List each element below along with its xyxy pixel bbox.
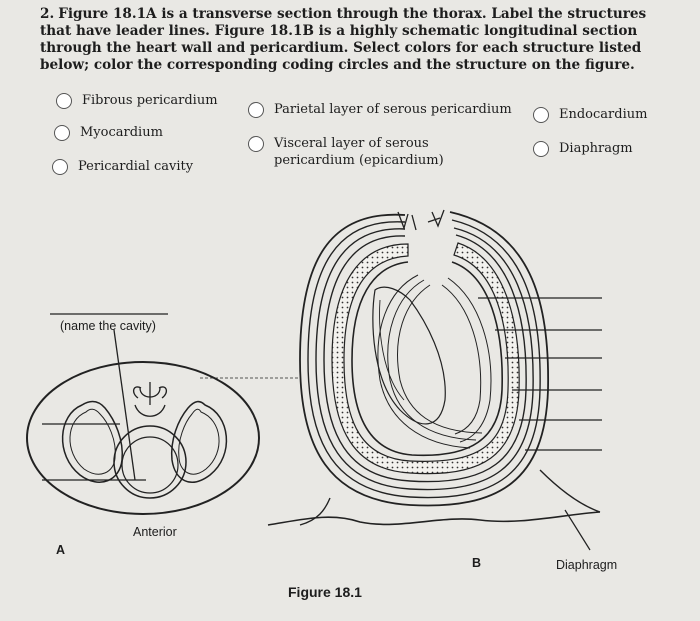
heart-section — [121, 436, 179, 494]
cavity-hint-label: (name the cavity) — [60, 319, 156, 333]
legend-item-endocardium[interactable]: Endocardium — [533, 106, 647, 123]
figure-b-letter: B — [472, 556, 482, 570]
legend-label: Pericardial cavity — [78, 159, 194, 174]
pericardial-sac — [113, 425, 187, 499]
myocardium-fiber-1 — [377, 274, 471, 449]
legend-label: Diaphragm — [559, 141, 633, 156]
question-body: Figure 18.1A is a transverse section thr… — [40, 6, 647, 73]
legend-item-fibrous-pericardium[interactable]: Fibrous pericardium — [56, 92, 218, 109]
legend-item-parietal-layer[interactable]: Parietal layer of serous pericardium — [248, 101, 512, 118]
ventricle-chamber — [372, 286, 446, 425]
figure-caption: Figure 18.1 — [288, 584, 362, 600]
coding-circle[interactable] — [248, 136, 264, 152]
legend-label: Visceral layer of serous pericardium (ep… — [274, 136, 444, 168]
question-text: 2.Figure 18.1A is a transverse section t… — [40, 6, 680, 74]
left-lung — [61, 400, 124, 483]
legend-label: Parietal layer of serous pericardium — [274, 102, 512, 117]
pericardium-base-left — [299, 497, 331, 526]
endocardium-line — [379, 299, 405, 401]
coding-circle[interactable] — [56, 93, 72, 109]
legend-item-diaphragm[interactable]: Diaphragm — [533, 140, 633, 157]
coding-circle[interactable] — [533, 141, 549, 157]
myocardium-fiber-3 — [397, 284, 483, 434]
myocardium-outline — [351, 261, 503, 457]
diaphragm-line — [267, 511, 601, 526]
anterior-label: Anterior — [133, 525, 177, 539]
fibrous-outer-3 — [315, 227, 534, 491]
fibrous-outer-4 — [323, 234, 527, 483]
legend-label: Endocardium — [559, 107, 648, 122]
figure-a-letter: A — [56, 543, 66, 557]
right-lung — [170, 400, 227, 483]
fibrous-outer-2 — [307, 219, 541, 499]
legend-item-myocardium[interactable]: Myocardium — [54, 124, 163, 141]
fibrous-outer-1 — [299, 211, 550, 507]
left-lung-inner — [69, 408, 116, 475]
leader-line-cavity — [113, 329, 136, 481]
pericardial-cavity-band — [331, 242, 520, 475]
vessel-left — [397, 211, 417, 231]
coding-circle[interactable] — [54, 125, 70, 141]
thorax-outline — [26, 361, 260, 515]
diaphragm-label: Diaphragm — [556, 558, 618, 572]
legend-item-pericardial-cavity[interactable]: Pericardial cavity — [52, 158, 193, 175]
legend-label: Myocardium — [80, 125, 163, 140]
question-number: 2. — [40, 6, 55, 22]
legend-label: Fibrous pericardium — [82, 93, 218, 108]
myocardium-fiber-2 — [387, 279, 477, 441]
coding-circle[interactable] — [52, 159, 68, 175]
coding-circle[interactable] — [248, 102, 264, 118]
coding-circle[interactable] — [533, 107, 549, 123]
mediastinum-top — [134, 404, 166, 417]
myocardium-fiber-5 — [441, 284, 482, 435]
figure-a-thorax-section — [26, 313, 300, 515]
figure-b-heart-wall — [267, 209, 602, 551]
leader-line-diaphragm — [564, 509, 591, 551]
right-lung-inner — [178, 408, 220, 475]
vessel-right — [427, 209, 445, 228]
myocardium-fiber-4 — [447, 277, 492, 443]
legend-item-visceral-layer[interactable]: Visceral layer of serous pericardium (ep… — [248, 135, 498, 169]
pericardium-base-right — [539, 469, 601, 513]
vertebra — [132, 382, 168, 405]
